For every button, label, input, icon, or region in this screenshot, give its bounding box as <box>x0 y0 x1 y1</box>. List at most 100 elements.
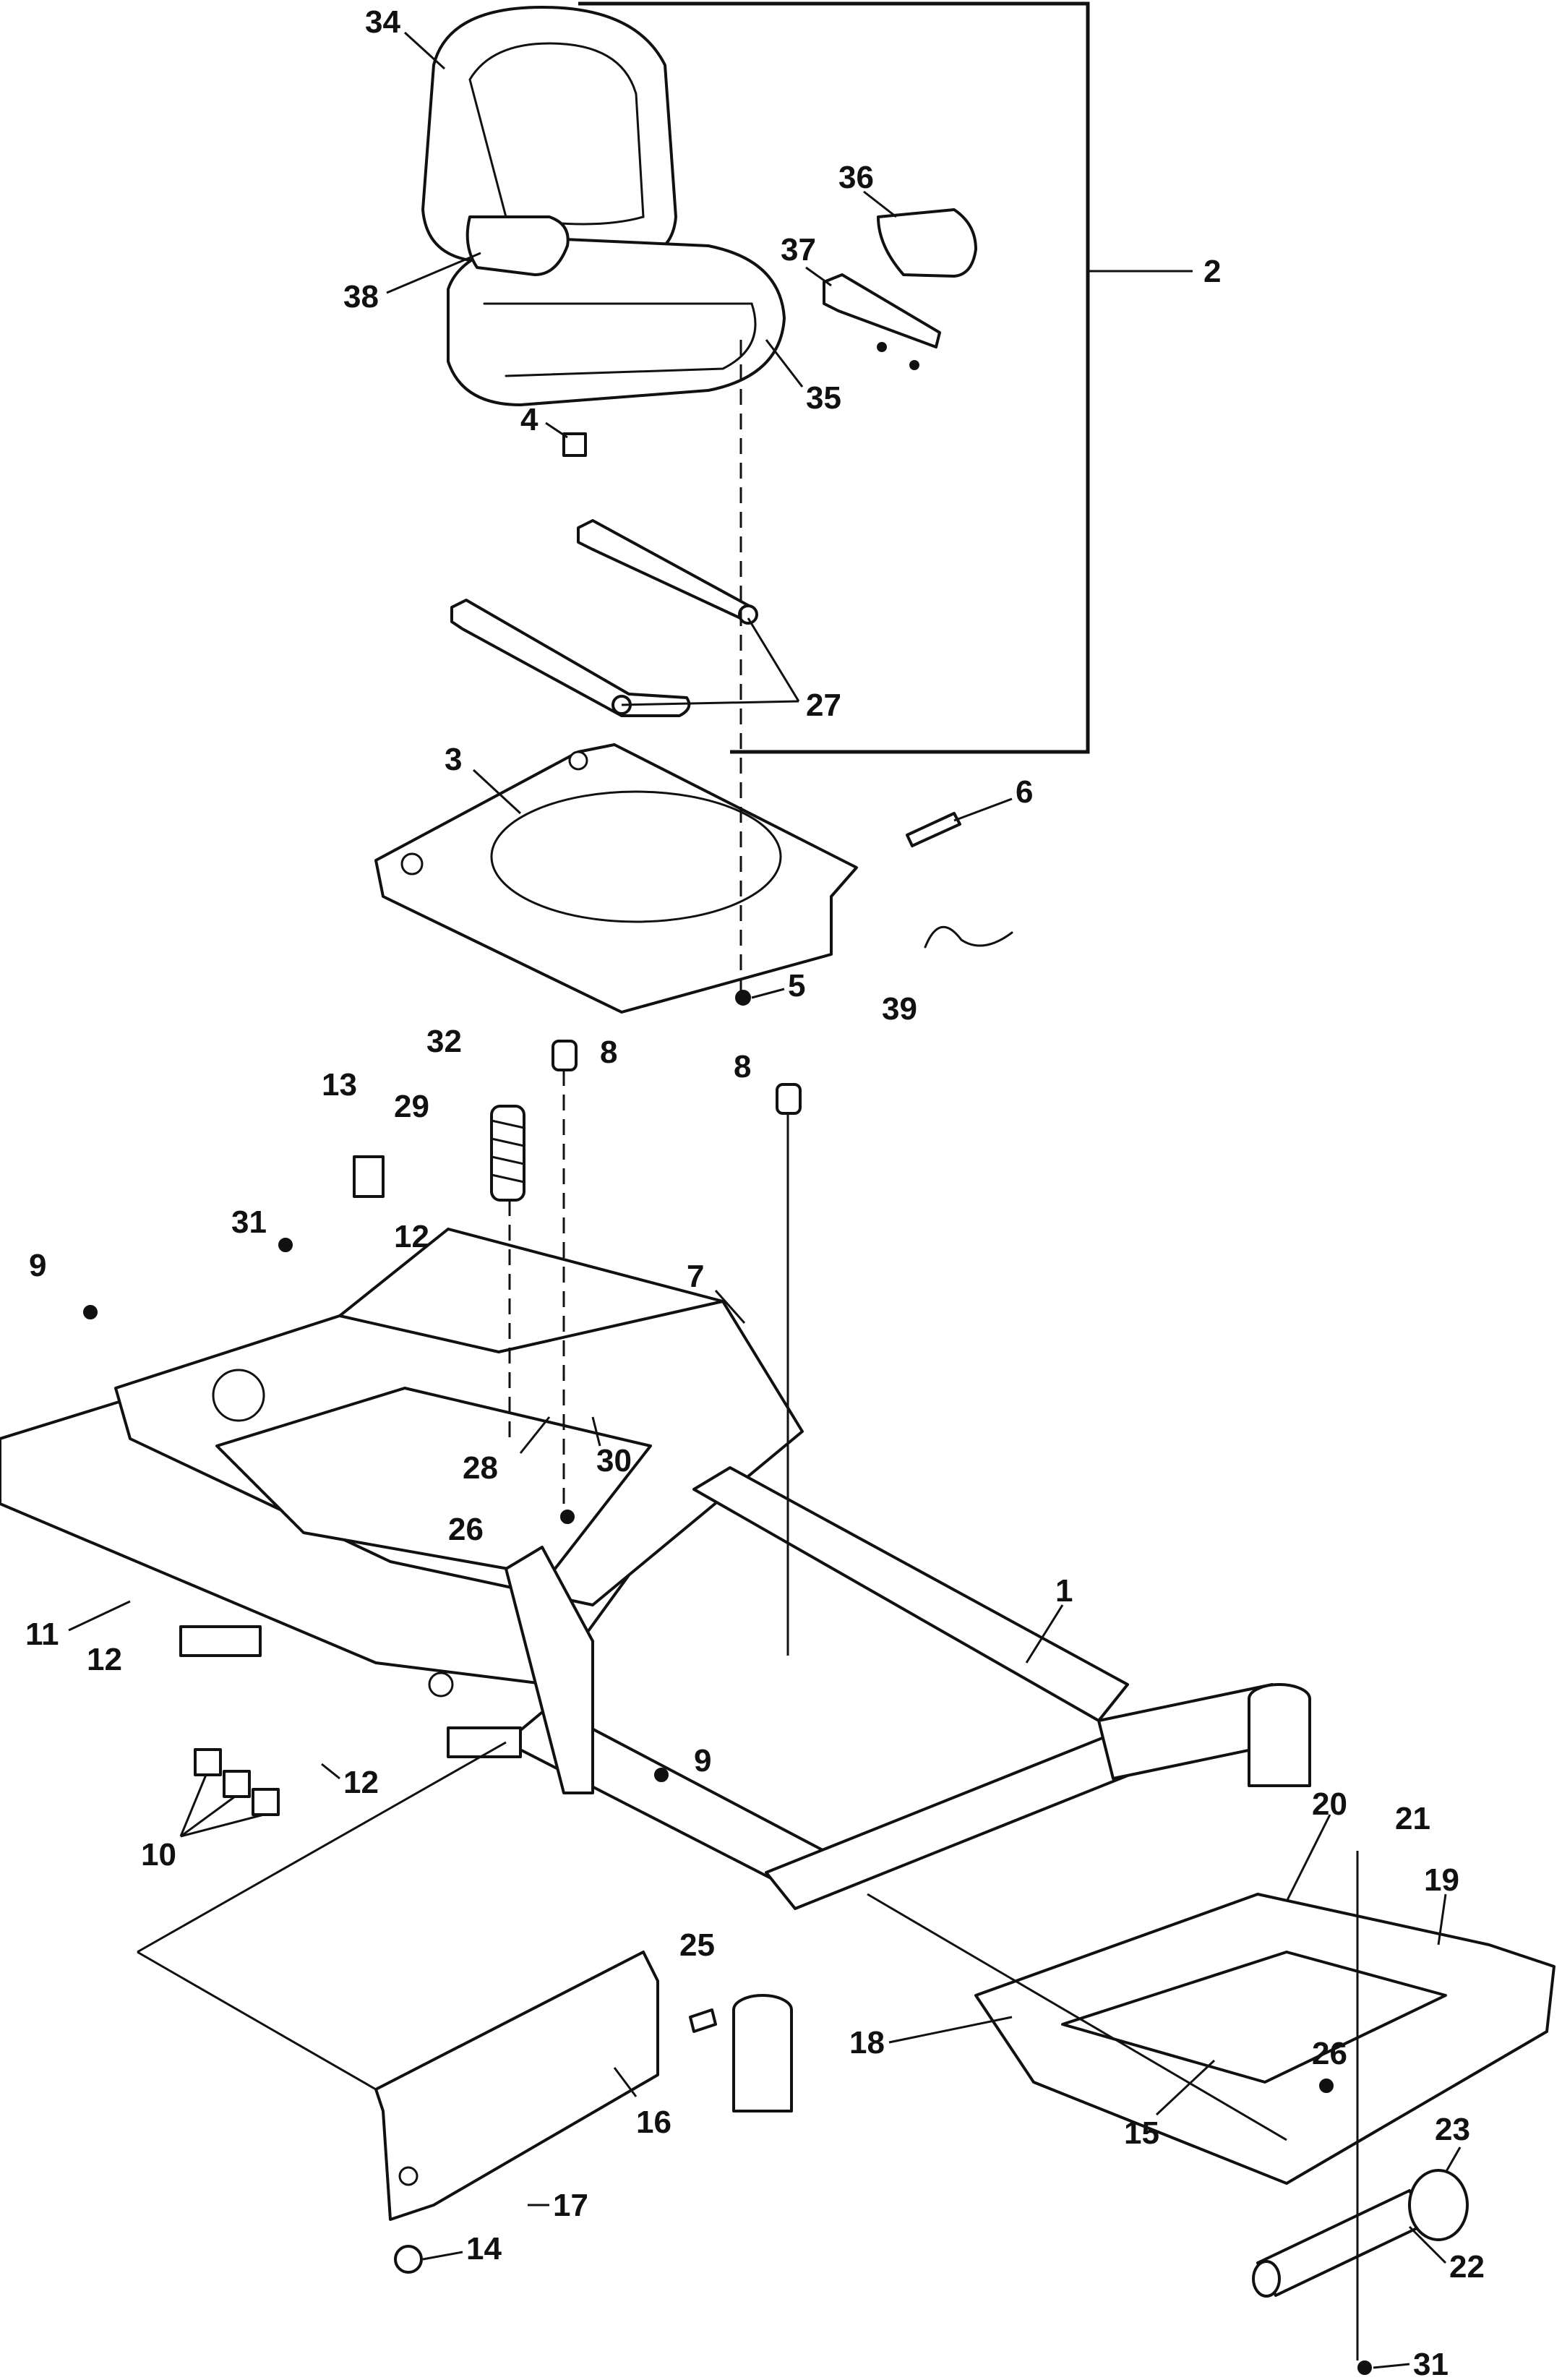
leader-10b <box>180 1795 236 1838</box>
callout-36: 36 <box>838 160 874 195</box>
callout-11: 11 <box>25 1617 59 1652</box>
callout-38: 38 <box>343 279 379 314</box>
frame-tab-b <box>447 1726 522 1758</box>
callout-19: 19 <box>1424 1862 1459 1898</box>
callout-16: 16 <box>636 2105 671 2140</box>
hinge-pin <box>906 812 961 847</box>
callout-1: 1 <box>1055 1573 1073 1609</box>
caster-tube-left-body <box>732 2008 793 2113</box>
leader-6 <box>953 797 1013 822</box>
assembly-bracket-2 <box>578 1 1090 754</box>
callout-17: 17 <box>553 2188 588 2223</box>
nut-26-lower <box>1319 2079 1334 2093</box>
callout-25: 25 <box>679 1927 715 1963</box>
leader-38 <box>386 252 481 294</box>
callout-35: 35 <box>806 380 841 416</box>
side-cover-hole <box>398 2166 419 2186</box>
axle-end <box>1252 2260 1281 2298</box>
seat-backrest-panel <box>468 42 645 226</box>
callout-31-top: 31 <box>231 1204 267 1240</box>
seat-rail-rear <box>577 519 753 623</box>
nut-9-top <box>83 1305 98 1319</box>
armrest-bracket <box>823 273 941 348</box>
spring-29 <box>490 1105 525 1202</box>
callout-8-left: 8 <box>600 1035 617 1070</box>
seat-pan <box>374 743 858 1014</box>
callout-27: 27 <box>806 688 841 723</box>
callout-3: 3 <box>445 742 462 777</box>
callout-26-lower: 26 <box>1312 2036 1347 2071</box>
seat-pan-hole-small-b <box>568 750 588 771</box>
leader-23 <box>1444 2146 1462 2173</box>
relay-c <box>252 1788 280 1816</box>
leader-11 <box>68 1600 131 1632</box>
leader-28 <box>519 1416 551 1454</box>
leader-36 <box>863 190 897 218</box>
callout-10: 10 <box>141 1837 176 1872</box>
armrest-screw-b <box>909 360 919 370</box>
leader-cover-b <box>137 1951 377 2091</box>
callout-37: 37 <box>781 232 816 267</box>
callout-23: 23 <box>1435 2112 1470 2147</box>
wire-harness <box>924 925 1013 949</box>
callout-14: 14 <box>466 2231 502 2266</box>
frame-tab-a <box>179 1625 262 1657</box>
leader-27a <box>747 617 800 702</box>
frame-pivot-plate <box>505 1546 594 1794</box>
side-cover <box>374 1951 659 2221</box>
callout-32: 32 <box>426 1024 462 1059</box>
callout-20: 20 <box>1312 1786 1347 1822</box>
callout-2: 2 <box>1203 254 1221 289</box>
leader-15 <box>1155 2059 1216 2116</box>
axle-22 <box>1256 2189 1429 2297</box>
callout-labels: 34 36 37 2 38 35 4 27 3 6 5 39 32 8 8 13… <box>25 4 1485 2380</box>
callout-13: 13 <box>322 1067 357 1103</box>
leader-37 <box>805 266 832 287</box>
leader-18 <box>888 2016 1013 2044</box>
leader-34 <box>403 31 446 70</box>
leader-20 <box>1285 1814 1331 1902</box>
callout-22: 22 <box>1449 2249 1485 2285</box>
callout-30: 30 <box>596 1443 632 1478</box>
nut-31-bottom <box>1357 2360 1372 2375</box>
callout-29: 29 <box>394 1089 429 1124</box>
frame-deck-floor <box>215 1387 652 1578</box>
frame-hole-b <box>428 1671 454 1698</box>
leader-foot-a <box>867 1893 1287 2141</box>
seat-assembly <box>421 6 977 717</box>
side-cover-panel <box>374 1951 659 2221</box>
leader-16 <box>613 2067 638 2097</box>
leader-3 <box>472 769 522 815</box>
leader-10c <box>180 1813 265 1838</box>
seat-switch-bracket <box>562 432 587 457</box>
callout-12-lower: 12 <box>343 1765 379 1800</box>
callout-31-bottom: 31 <box>1413 2347 1449 2380</box>
callout-12-mid: 12 <box>87 1642 122 1677</box>
callout-26-upper: 26 <box>448 1512 484 1547</box>
leader-10a <box>179 1774 207 1837</box>
armrest-screw-a <box>877 342 887 352</box>
leader-31-bottom <box>1373 2363 1410 2369</box>
nut-9-bottom <box>654 1768 669 1782</box>
leader-14 <box>422 2251 463 2261</box>
callout-34: 34 <box>365 4 400 40</box>
callout-18: 18 <box>849 2025 885 2060</box>
leader-cover-a <box>137 1741 507 1953</box>
seat-cushion-seam <box>483 302 757 377</box>
callout-15: 15 <box>1124 2115 1159 2151</box>
callout-4: 4 <box>520 402 538 437</box>
leader-30 <box>591 1416 601 1447</box>
leader-27b <box>621 700 799 706</box>
leader-4 <box>545 421 568 439</box>
leader-12-lower <box>321 1763 340 1780</box>
foot-plate-edge <box>1032 2030 1548 2185</box>
relay-b <box>223 1770 251 1798</box>
wheel-23 <box>1408 2169 1469 2241</box>
bumper-8-right <box>776 1083 802 1115</box>
seat-rail-front <box>450 599 691 717</box>
caster-tube-right-body <box>1248 1698 1311 1787</box>
nut-26-upper <box>560 1510 575 1524</box>
seat-armrest-left <box>465 215 570 276</box>
leader-7 <box>714 1290 746 1324</box>
